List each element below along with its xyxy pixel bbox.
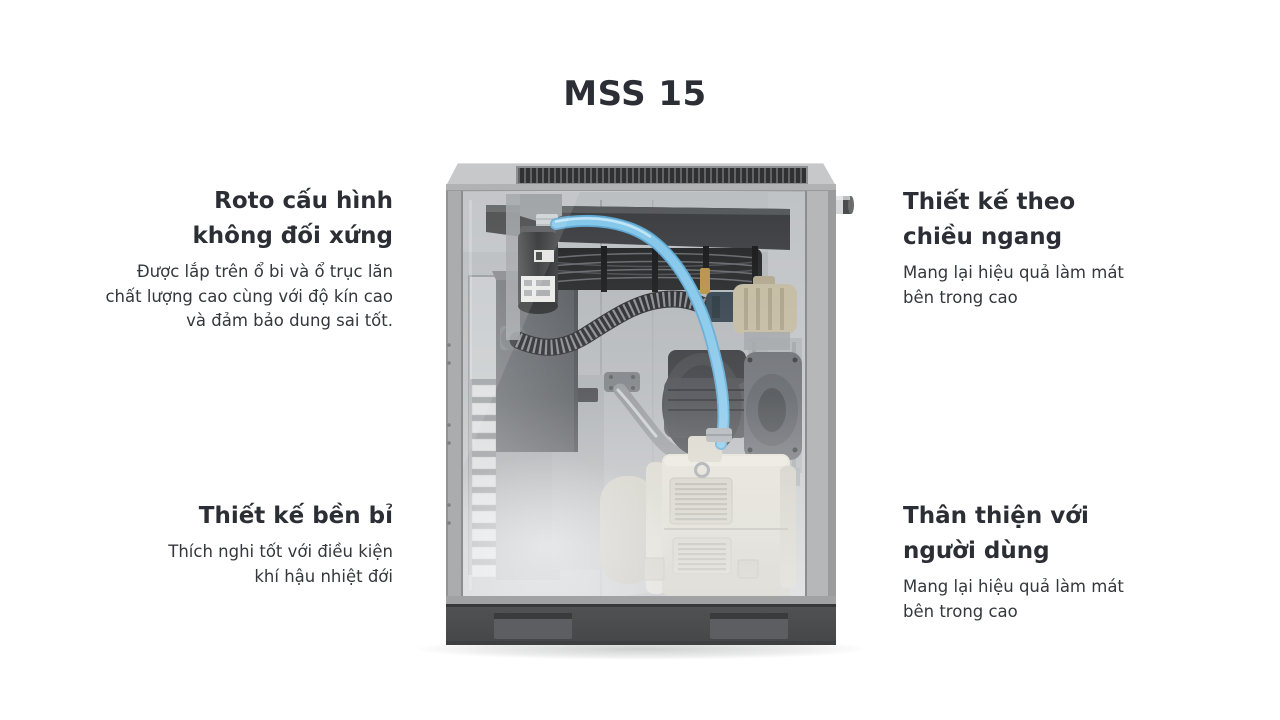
base-skid bbox=[446, 604, 836, 645]
feature-durable-heading: Thiết kế bền bỉ bbox=[198, 503, 393, 529]
feature-horizontal-heading: Thiết kế theo chiều ngang bbox=[903, 189, 1076, 250]
feature-horizontal: Thiết kế theo chiều ngang Mang lại hiệu … bbox=[903, 185, 1203, 310]
interior-components bbox=[462, 192, 806, 602]
product-title: MSS 15 bbox=[563, 74, 707, 114]
cabinet-top bbox=[446, 163, 836, 193]
feature-horizontal-description: Mang lại hiệu quả làm mát bên trong cao bbox=[903, 263, 1124, 307]
feature-user-friendly-heading: Thân thiện với người dùng bbox=[903, 503, 1089, 564]
feature-user-friendly-description: Mang lại hiệu quả làm mát bên trong cao bbox=[903, 577, 1124, 621]
outlet-connector bbox=[836, 196, 854, 214]
feature-rotor: Roto cấu hình không đối xứng Được lắp tr… bbox=[41, 184, 393, 334]
cabinet-frame bbox=[446, 191, 836, 606]
feature-durable-description: Thích nghi tốt với điều kiện khí hậu nhi… bbox=[168, 542, 393, 586]
feature-user-friendly: Thân thiện với người dùng Mang lại hiệu … bbox=[903, 499, 1203, 624]
feature-rotor-heading: Roto cấu hình không đối xứng bbox=[192, 188, 393, 249]
feature-rotor-description: Được lắp trên ổ bi và ổ trục lăn chất lư… bbox=[105, 262, 393, 330]
compressor-cutaway-illustration bbox=[413, 163, 869, 660]
feature-durable: Thiết kế bền bỉ Thích nghi tốt với điều … bbox=[41, 499, 393, 589]
